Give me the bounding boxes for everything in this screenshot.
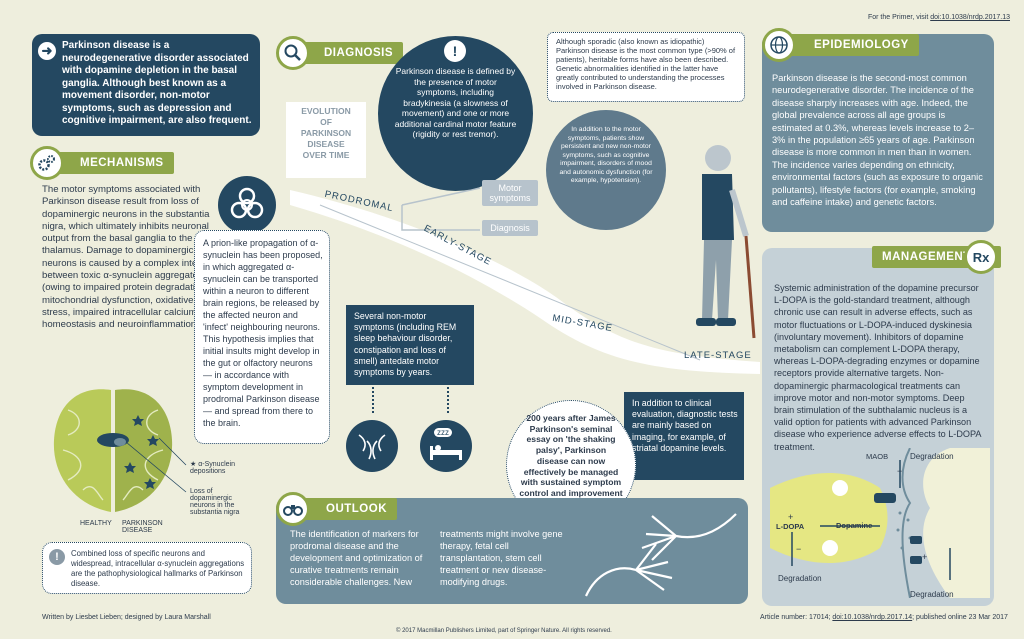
gut-icon <box>346 420 398 472</box>
magnifier-icon <box>276 36 310 70</box>
brain-diagram <box>53 389 187 512</box>
gears-icon <box>30 146 64 180</box>
premotor-note: Several non-motor symptoms (including RE… <box>346 305 474 385</box>
biohazard-icon <box>218 176 276 234</box>
synapse-degradation-right: Degradation <box>910 590 954 599</box>
rx-text: Rx <box>972 249 990 265</box>
brain-label-healthy: HEALTHY <box>80 520 112 527</box>
legend-synuclein: ★ α-Synuclein depositions <box>190 460 250 475</box>
synapse-diagram <box>770 448 990 598</box>
footer-copyright: © 2017 Macmillan Publishers Limited, par… <box>396 628 612 634</box>
sleep-icon: zzz <box>420 420 472 472</box>
info-icon: ! <box>49 549 65 565</box>
footer-article-prefix: Article number: 17014; <box>760 614 833 621</box>
legend-star-icon: ★ <box>190 461 199 468</box>
globe-icon <box>762 28 796 62</box>
motor-symptoms-badge: Motor symptoms <box>482 180 538 206</box>
outlook-text-right: treatments might involve gene therapy, f… <box>440 529 563 587</box>
synapse-degradation-top: Degradation <box>910 452 954 461</box>
diagnosis-header: DIAGNOSIS <box>294 42 404 64</box>
management-text: Systemic administration of the dopamine … <box>774 283 981 452</box>
nonmotor-bubble: In addition to the motor symptoms, patie… <box>546 110 666 230</box>
prion-note-text: A prion-like propagation of α-synuclein … <box>203 238 323 428</box>
primer-prefix: For the Primer, visit <box>867 14 931 21</box>
mechanisms-text: The motor symptoms associated with Parki… <box>42 184 218 331</box>
synapse-dopamine: Dopamine <box>836 521 873 530</box>
sporadic-note: Although sporadic (also known as idiopat… <box>547 32 745 102</box>
dotted-connectors <box>372 387 449 413</box>
binoculars-icon <box>276 492 310 526</box>
synapse-plus-1: + <box>788 512 794 522</box>
brain-label-pd: PARKINSON DISEASE <box>122 520 163 534</box>
footer-article-doi[interactable]: doi:10.1038/nrdp.2017.14 <box>832 614 913 621</box>
arrow-right-icon: ➜ <box>38 42 56 60</box>
evolution-title: EVOLUTION OF PARKINSON DISEASE OVER TIME <box>300 106 352 160</box>
synapse-minus-1: − <box>897 466 903 476</box>
clinical-note-text: In addition to clinical evaluation, diag… <box>632 398 738 453</box>
legend-loss: Loss of dopaminergic neurons in the subs… <box>190 488 240 516</box>
synapse-plus-2: + <box>922 552 928 562</box>
prion-note: A prion-like propagation of α-synuclein … <box>194 230 330 444</box>
rx-icon: Rx <box>964 240 998 274</box>
stage-late: LATE-STAGE <box>684 350 752 361</box>
synapse-maob: MAOB <box>866 452 889 461</box>
diagnosis-definition-text: Parkinson disease is defined by the pres… <box>394 66 517 139</box>
epidemiology-text: Parkinson disease is the second-most com… <box>772 73 983 208</box>
footer-article-suffix: ; published online 23 Mar 2017 <box>912 614 1008 621</box>
outlook-text-left: The identification of markers for prodro… <box>290 529 423 587</box>
patient-figure <box>696 145 756 339</box>
nonmotor-bubble-text: In addition to the motor symptoms, patie… <box>559 126 653 184</box>
hands-illustration <box>584 513 737 597</box>
mechanisms-header: MECHANISMS <box>50 152 174 174</box>
footer-article: Article number: 17014; doi:10.1038/nrdp.… <box>760 614 1008 621</box>
epidemiology-header: EPIDEMIOLOGY <box>784 34 919 56</box>
synapse-minus-2: − <box>796 544 802 554</box>
synapse-ldopa: L-DOPA <box>776 522 805 531</box>
primer-note: For the Primer, visit doi:10.1038/nrdp.2… <box>868 14 1010 21</box>
clinical-note: In addition to clinical evaluation, diag… <box>624 392 744 480</box>
outlook-header: OUTLOOK <box>296 498 397 520</box>
legend-synuclein-text: α-Synuclein depositions <box>190 461 235 475</box>
footer-credits: Written by Liesbet Lieben; designed by L… <box>42 614 211 621</box>
management-panel: Systemic administration of the dopamine … <box>762 248 994 606</box>
synapse-degradation-left: Degradation <box>778 574 822 583</box>
alert-icon: ! <box>444 40 466 62</box>
premotor-note-text: Several non-motor symptoms (including RE… <box>354 311 457 378</box>
primer-link[interactable]: doi:10.1038/nrdp.2017.13 <box>930 14 1010 21</box>
diagnosis-badge: Diagnosis <box>482 220 538 236</box>
epidemiology-panel: Parkinson disease is the second-most com… <box>762 34 994 232</box>
intro-box: ➜ Parkinson disease is a neurodegenerati… <box>32 34 260 136</box>
sleep-zzz: zzz <box>434 428 452 437</box>
hallmark-note-text: Combined loss of specific neurons and wi… <box>71 549 245 588</box>
evolution-box: EVOLUTION OF PARKINSON DISEASE OVER TIME <box>286 102 366 178</box>
hallmark-note: ! Combined loss of specific neurons and … <box>42 542 252 594</box>
intro-text: Parkinson disease is a neurodegenerative… <box>62 40 252 126</box>
diagnosis-definition-circle: ! Parkinson disease is defined by the pr… <box>378 36 533 191</box>
sporadic-note-text: Although sporadic (also known as idiopat… <box>556 37 736 91</box>
